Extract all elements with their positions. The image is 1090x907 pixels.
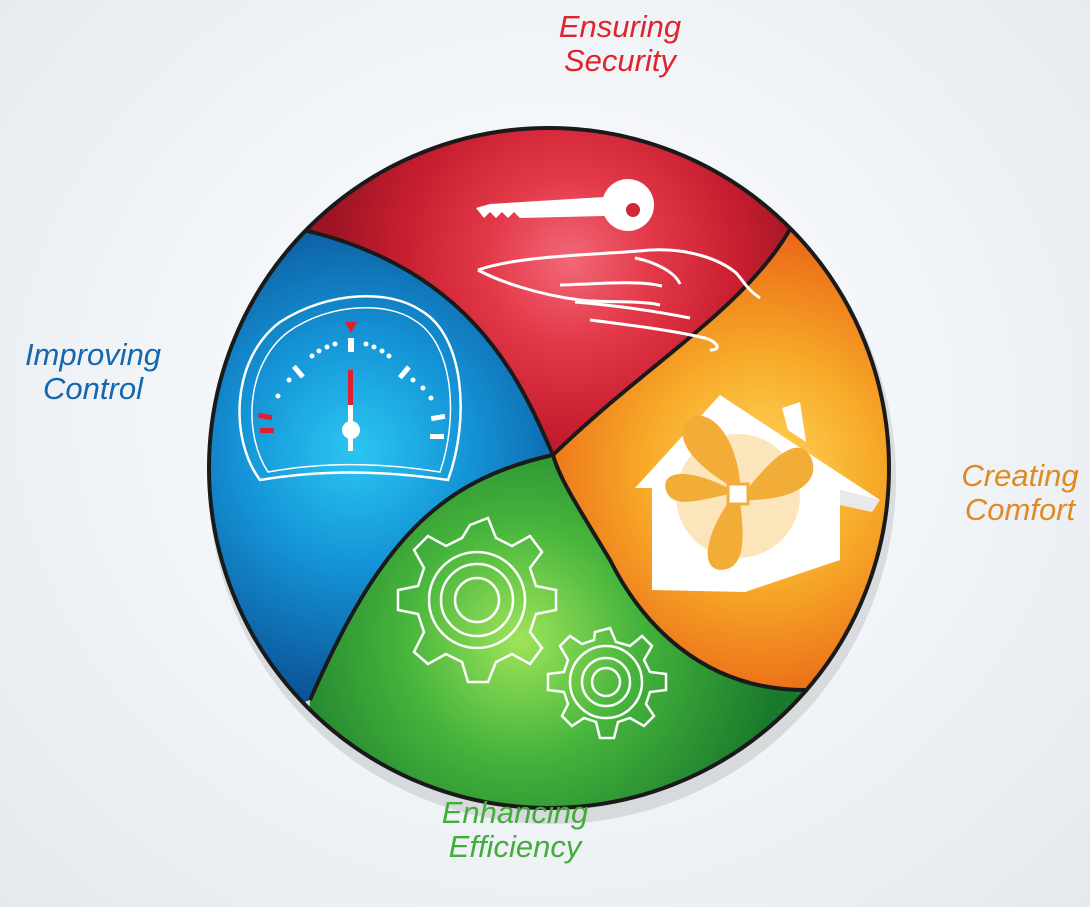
- key-in-hand-icon: [476, 179, 761, 352]
- speedometer-gauge-icon: [238, 295, 462, 482]
- label-efficiency-line2: Efficiency: [448, 829, 582, 864]
- label-ensuring-security: Ensuring Security: [510, 10, 730, 78]
- segment-security: [209, 128, 889, 455]
- label-control-line2: Control: [43, 371, 143, 406]
- house-fan-icon: [635, 395, 880, 592]
- segment-efficiency: [300, 455, 820, 808]
- label-creating-comfort: Creating Comfort: [930, 459, 1090, 527]
- gears-icon: [396, 516, 668, 740]
- label-comfort-line1: Creating: [961, 458, 1079, 493]
- segment-control: [209, 200, 553, 760]
- label-comfort-line2: Comfort: [964, 492, 1076, 527]
- label-improving-control: Improving Control: [0, 338, 188, 406]
- label-security-line2: Security: [564, 43, 676, 78]
- label-control-line1: Improving: [24, 337, 162, 372]
- label-enhancing-efficiency: Enhancing Efficiency: [405, 796, 625, 864]
- label-efficiency-line1: Enhancing: [441, 795, 589, 830]
- label-security-line1: Ensuring: [558, 9, 682, 44]
